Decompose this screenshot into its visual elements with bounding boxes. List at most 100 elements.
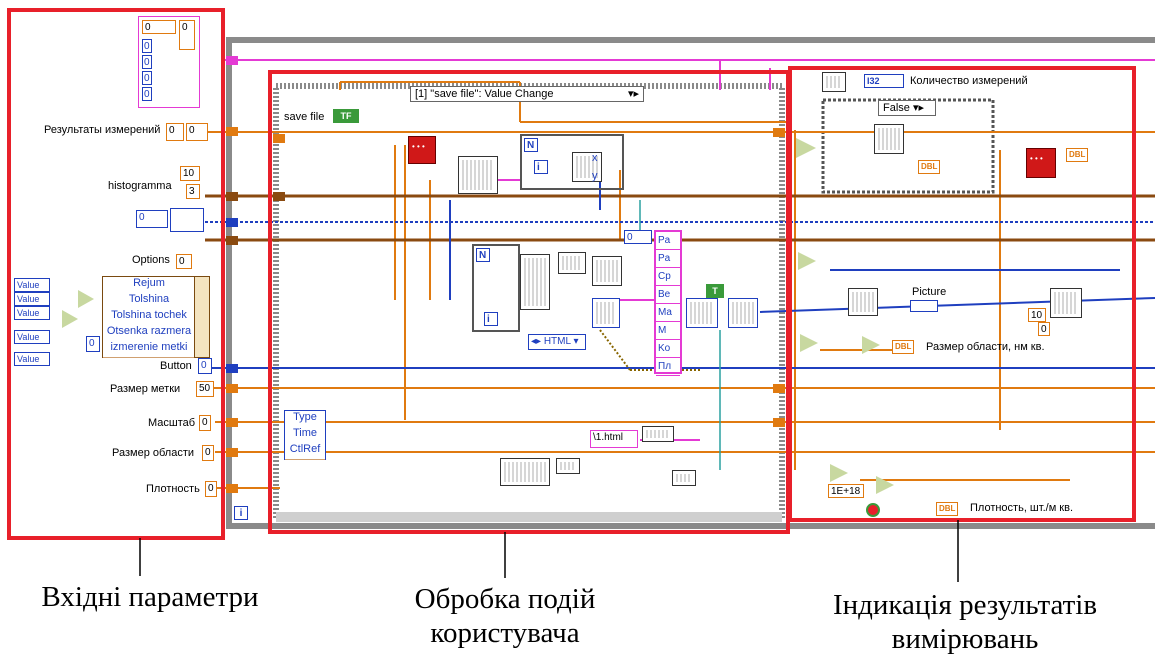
add-node-2: [62, 310, 78, 328]
picture-indicator: [910, 300, 938, 312]
mark-size-label: Размер метки: [110, 383, 180, 395]
string-array-item-6[interactable]: Ko: [656, 340, 680, 358]
density-value[interactable]: 0: [205, 481, 217, 497]
results-index[interactable]: 0: [166, 123, 184, 141]
cluster-top-value-1[interactable]: 0: [142, 55, 152, 69]
case-node-1: [874, 124, 904, 154]
caption-results-display: Індикація результатів вимірювань: [800, 588, 1130, 656]
cluster-top-value-0[interactable]: 0: [142, 39, 152, 53]
blue-array-element[interactable]: [170, 208, 204, 232]
compare-zero-node: [796, 138, 816, 158]
while-loop-frame: [229, 40, 1155, 526]
histogram-label: histogramma: [108, 180, 172, 192]
options-cluster: Rejum Tolshina Tolshina tochek Otsenka r…: [102, 276, 196, 358]
xy-x-label: x: [592, 152, 598, 164]
string-array-item-0[interactable]: Pa: [656, 232, 680, 250]
option-tolshina-tochek: Tolshina tochek: [103, 309, 195, 326]
loop-i-2: i: [484, 312, 498, 326]
event-selector[interactable]: [1] "save file": Value Change ▾▸: [410, 86, 644, 102]
value-node-4: Value: [14, 352, 50, 366]
count-label: Количество измерений: [910, 75, 1028, 87]
tunnel-density: [226, 484, 238, 493]
loop-n-1: N: [524, 138, 538, 152]
string-array-index[interactable]: 0: [624, 230, 652, 244]
results-label: Результаты измерений: [44, 124, 160, 136]
string-array-item-2[interactable]: Cp: [656, 268, 680, 286]
density-label: Плотность: [146, 483, 200, 495]
mark-size-value[interactable]: 50: [196, 381, 214, 397]
tunnel-button: [226, 364, 238, 373]
bundle-node: [194, 276, 210, 358]
cluster-array-top[interactable]: 0 0 0 0 0 0: [138, 16, 200, 108]
string-array-item-1[interactable]: Pa: [656, 250, 680, 268]
area-size-result-label: Размер области, нм кв.: [926, 341, 1045, 353]
format-selector[interactable]: ◂▸ HTML ▾: [528, 334, 586, 350]
build-array-node: [1050, 288, 1082, 318]
add-node-1: [78, 290, 94, 308]
event-selector-arrow-icon[interactable]: ▾▸: [628, 87, 639, 101]
options-label: Options: [132, 254, 170, 266]
value-node-0: Value: [14, 278, 50, 292]
value-node-1: Value: [14, 292, 50, 306]
string-array-item-4[interactable]: Ma: [656, 304, 680, 322]
results-value[interactable]: 0: [186, 123, 208, 141]
loop-i-1: i: [534, 160, 548, 174]
event-data-type: Type: [285, 411, 325, 428]
case-selector[interactable]: False ▾▸: [878, 100, 936, 116]
area-size-value[interactable]: 0: [202, 445, 214, 461]
histogram-value-0[interactable]: 10: [180, 166, 200, 181]
concat-node: [672, 470, 696, 486]
tunnel-event-left-2: [273, 192, 285, 201]
cluster-top-value-4[interactable]: 0: [179, 20, 195, 50]
area-size-label: Размер области: [112, 447, 194, 459]
const-0[interactable]: 0: [1038, 322, 1050, 336]
const-10[interactable]: 10: [1028, 308, 1046, 322]
density-result-label: Плотность, шт./м кв.: [970, 502, 1073, 514]
blue-array-index[interactable]: 0: [136, 210, 168, 228]
tunnel-pink-top: [226, 56, 238, 65]
cluster-top-value-3[interactable]: 0: [142, 87, 152, 101]
case-selector-arrow-icon[interactable]: ▾▸: [913, 102, 924, 114]
const-1e18[interactable]: 1E+18: [828, 484, 864, 498]
tunnel-area: [226, 448, 238, 457]
app-dir-node: [500, 458, 550, 486]
event-data-time: Time: [285, 427, 325, 444]
for-loop-1: N i x y: [520, 134, 624, 190]
format-selector-arrow-icon[interactable]: ◂▸: [531, 336, 541, 347]
count-indicator: I32: [864, 74, 904, 88]
tunnel-options: [226, 236, 238, 245]
tunnel-histogram: [226, 192, 238, 201]
format-node-2: [558, 252, 586, 274]
density-indicator: DBL: [936, 502, 958, 516]
tunnel-event-right-3: [773, 418, 785, 427]
multiply-node-1: [798, 252, 816, 270]
histogram-value-1[interactable]: 3: [186, 184, 200, 199]
string-array-item-3[interactable]: Be: [656, 286, 680, 304]
caption-input-params: Вхідні параметри: [20, 580, 280, 614]
tunnel-mark-size: [226, 384, 238, 393]
option-rejum: Rejum: [103, 277, 195, 294]
value-node-2: Value: [14, 306, 50, 320]
cluster-top-value-2[interactable]: 0: [142, 71, 152, 85]
options-value[interactable]: 0: [176, 254, 192, 269]
string-array-item-7[interactable]: Пл: [656, 358, 680, 376]
tunnel-event-right-2: [773, 384, 785, 393]
string-array[interactable]: Pa Pa Cp Be Ma M Ko Пл: [654, 230, 682, 374]
scale-label: Масштаб: [148, 417, 195, 429]
format-selector-dropdown-icon[interactable]: ▾: [573, 336, 578, 347]
multiply-node-2: [862, 336, 880, 354]
property-node-red-2: [1026, 148, 1056, 178]
format-node-3: [592, 256, 622, 286]
option-index[interactable]: 0: [86, 336, 100, 352]
event-data-node: Type Time CtlRef: [284, 410, 326, 460]
option-izmerenie: izmerenie metki: [103, 341, 195, 358]
tunnel-event-left-1: [273, 134, 285, 143]
multiply-node-3: [876, 476, 894, 494]
option-otsenka: Otsenka razmera: [103, 325, 195, 342]
button-value[interactable]: 0: [198, 358, 212, 374]
path-to-string-node: [556, 458, 580, 474]
scale-value[interactable]: 0: [199, 415, 211, 431]
string-array-item-5[interactable]: M: [656, 322, 680, 340]
file-name-constant[interactable]: \1.html: [590, 430, 638, 448]
event-data-ctlref: CtlRef: [285, 443, 325, 460]
